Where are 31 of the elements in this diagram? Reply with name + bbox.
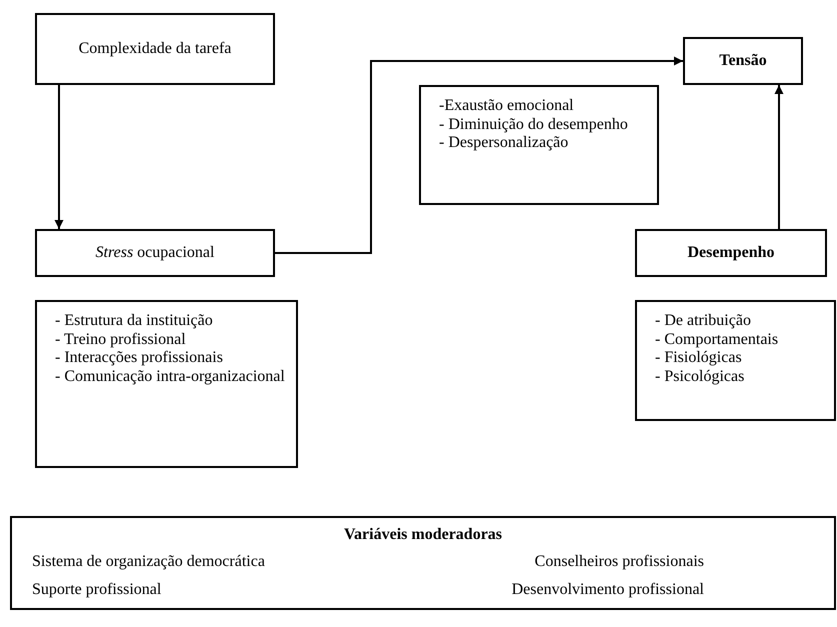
- list-item: - Comunicação intra-organizacional: [55, 368, 286, 386]
- node-label: Tensão: [719, 52, 767, 70]
- list-item: - De atribuição: [655, 312, 752, 330]
- list-item: Desenvolvimento profissional: [510, 580, 705, 600]
- list-box: [35, 300, 298, 468]
- arrow: [54, 85, 64, 229]
- list-item: - Fisiológicas: [655, 349, 743, 368]
- list-item: -Exaustão emocional: [439, 97, 575, 116]
- node-label: Stress ocupacional: [96, 244, 214, 262]
- list-item: - Psicológicas: [655, 368, 746, 386]
- moderator-box: [10, 516, 836, 610]
- node-label: Desempenho: [687, 244, 775, 262]
- process-box: [635, 229, 827, 277]
- list-item: - Estrutura da instituição: [55, 312, 214, 330]
- list-item: - Comportamentais: [655, 330, 780, 349]
- node-label: Complexidade da tarefa: [78, 40, 232, 58]
- list-item: - Interacções profissionais: [55, 349, 224, 368]
- list-box: [635, 300, 836, 421]
- process-box: [35, 13, 275, 85]
- process-box: [683, 37, 803, 85]
- process-box: [35, 229, 275, 277]
- heading: Variáveis moderadoras: [342, 526, 504, 545]
- list-item: - Treino profissional: [55, 330, 187, 349]
- list-item: - Despersonalização: [439, 134, 570, 152]
- arrow: [774, 85, 784, 229]
- list-item: Suporte profissional: [32, 580, 162, 600]
- list-item: Conselheiros profissionais: [534, 553, 705, 572]
- arrow: [275, 56, 683, 254]
- list-item: Sistema de organização democrática: [32, 553, 266, 572]
- list-item: - Diminuição do desempenho: [439, 116, 629, 134]
- list-box: [419, 85, 659, 205]
